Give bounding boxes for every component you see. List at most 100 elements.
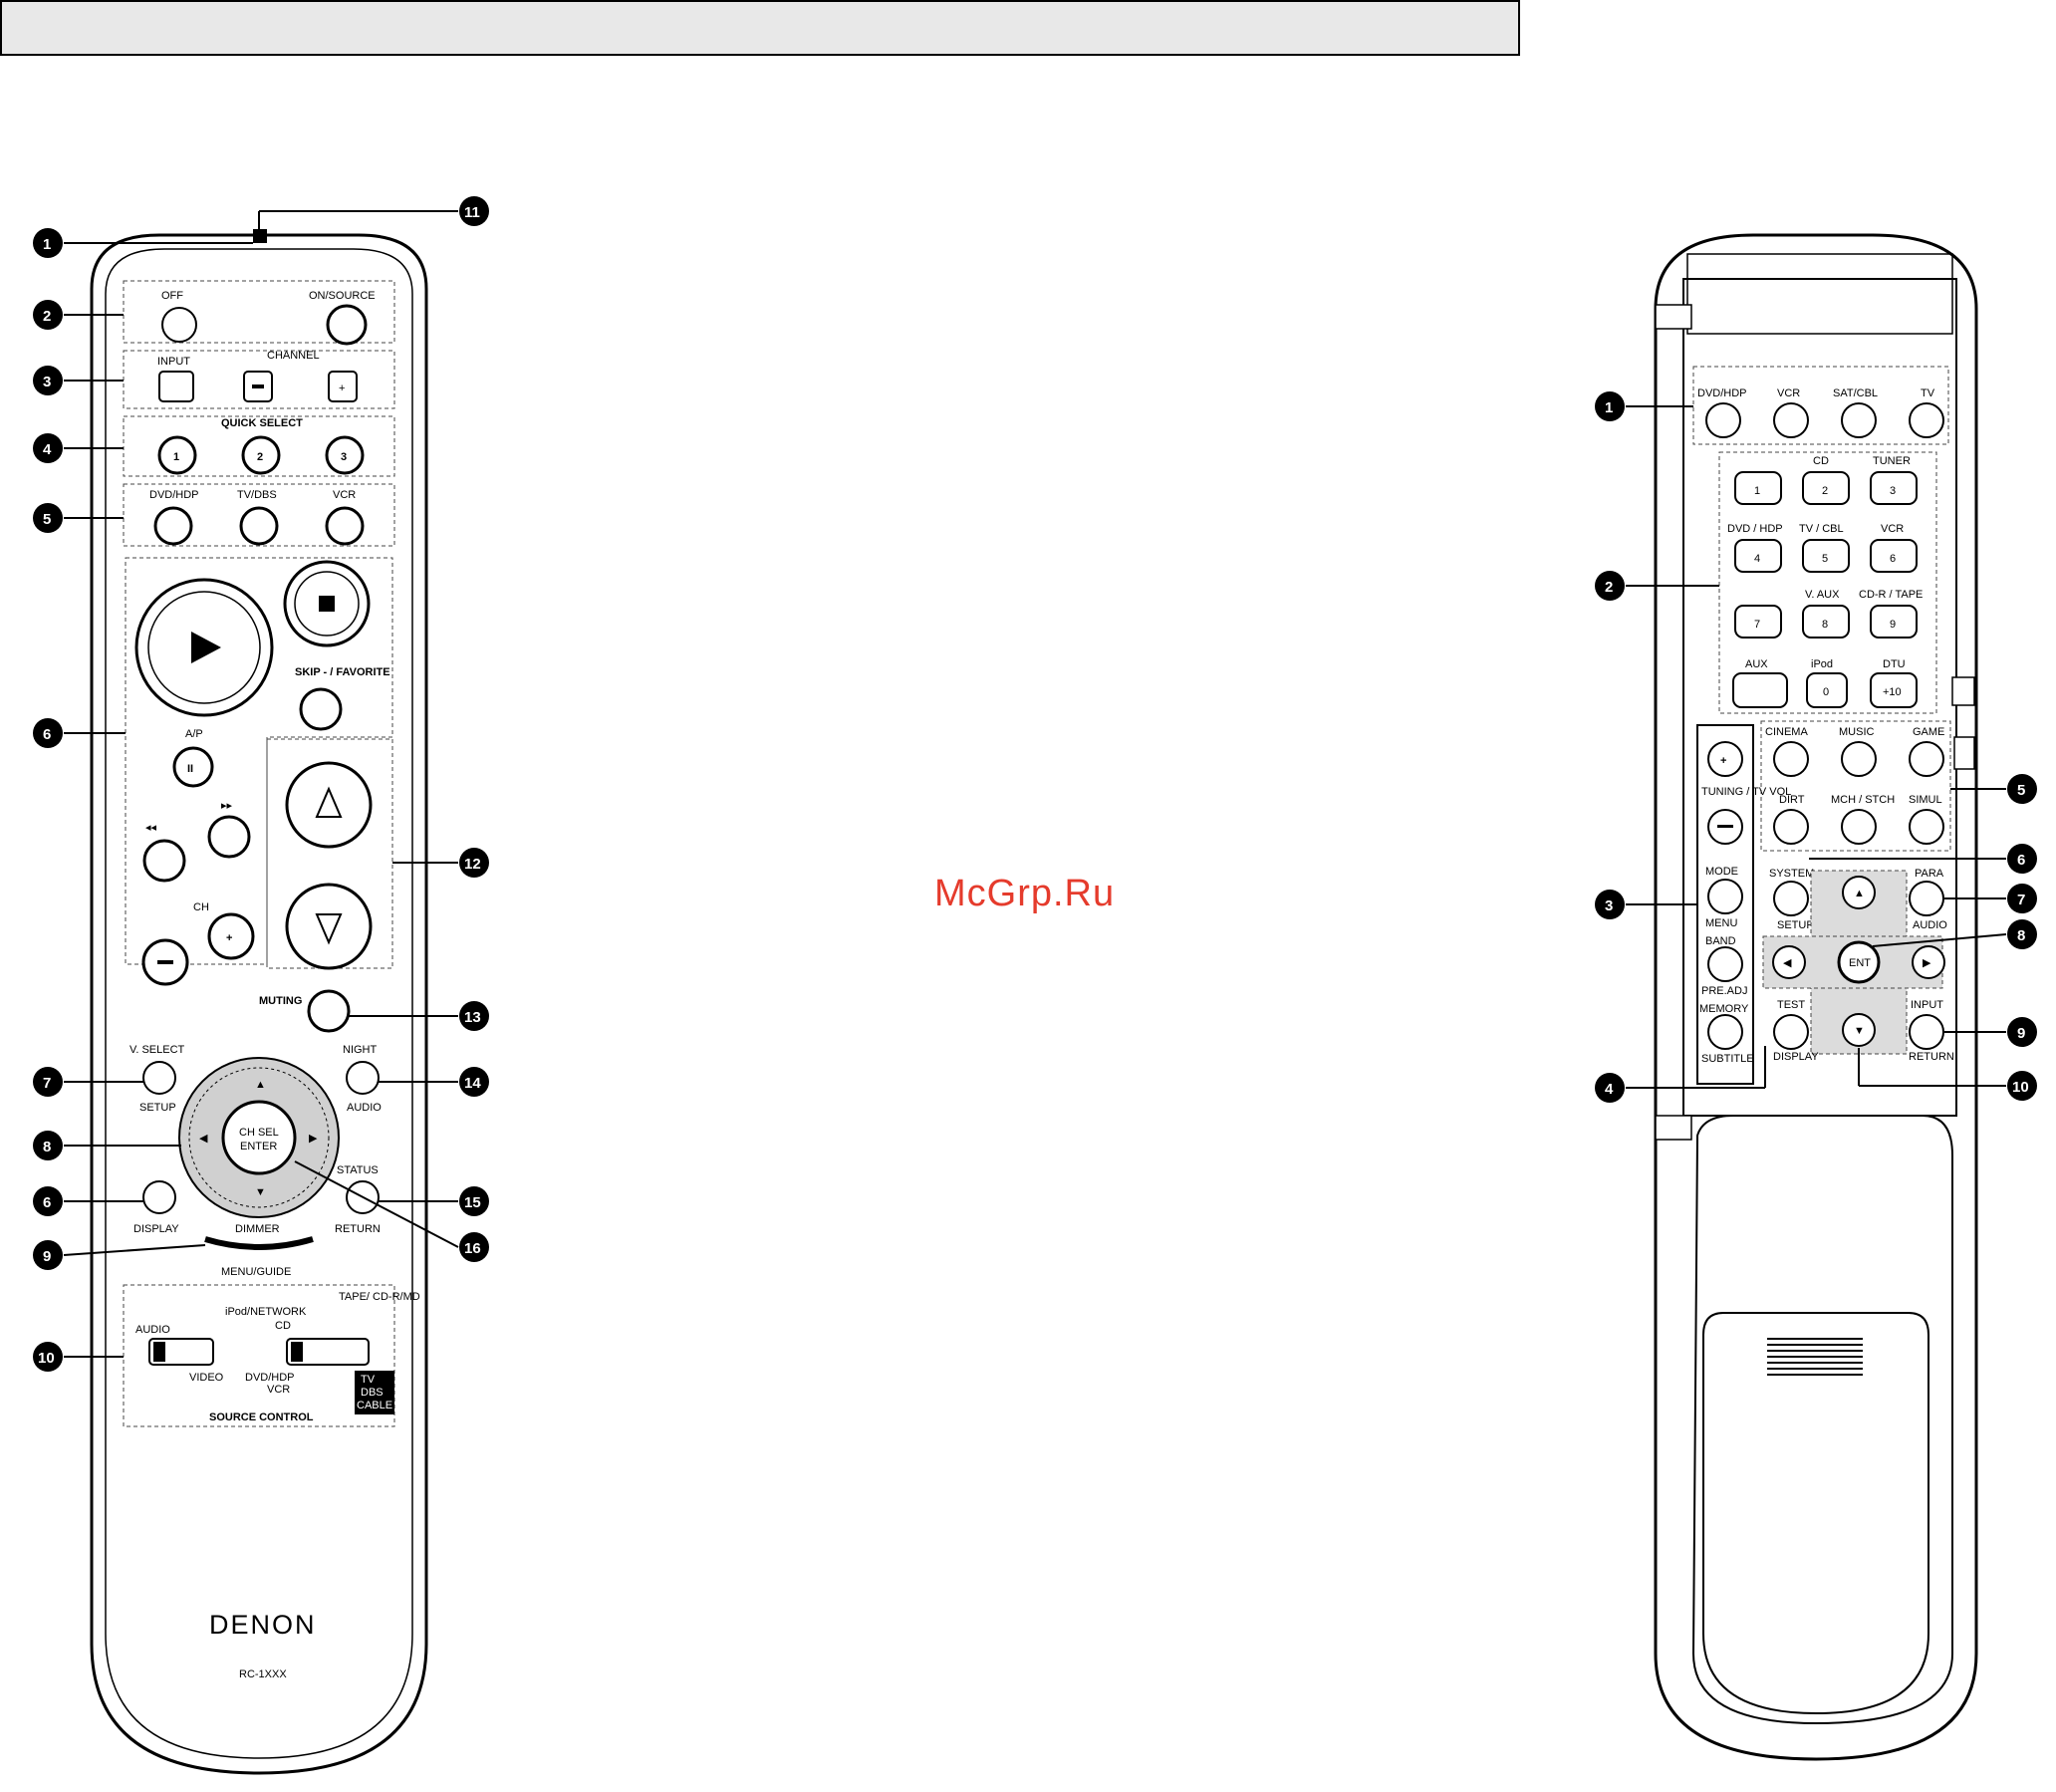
key-5[interactable] bbox=[1802, 539, 1850, 573]
vcr-button[interactable] bbox=[325, 506, 365, 546]
key-1[interactable] bbox=[1734, 471, 1782, 505]
simul-button[interactable] bbox=[1909, 809, 1944, 845]
source-slider[interactable] bbox=[286, 1338, 370, 1366]
cursor-up-button[interactable] bbox=[1842, 876, 1876, 909]
label-quick-select: QUICK SELECT bbox=[221, 417, 303, 429]
svg-text:8: 8 bbox=[2017, 927, 2025, 944]
key-2[interactable] bbox=[1802, 471, 1850, 505]
volume-down-button[interactable] bbox=[285, 883, 373, 970]
band-button[interactable] bbox=[1707, 946, 1743, 982]
svg-text:15: 15 bbox=[464, 1194, 481, 1211]
rewind-button[interactable] bbox=[142, 839, 186, 883]
r-label-return: RETURN bbox=[1909, 1051, 1954, 1063]
r-label-cdr-tape: CD-R / TAPE bbox=[1859, 589, 1923, 601]
r-tv-button[interactable] bbox=[1909, 402, 1944, 438]
svg-text:II: II bbox=[187, 763, 193, 775]
cinema-button[interactable] bbox=[1773, 741, 1809, 777]
label-ap: A/P bbox=[185, 728, 203, 740]
tuning-up-button[interactable] bbox=[1707, 741, 1743, 777]
label-setup: SETUP bbox=[139, 1102, 176, 1114]
key-6[interactable] bbox=[1870, 539, 1918, 573]
svg-text:▶: ▶ bbox=[309, 1133, 318, 1145]
svg-text:1: 1 bbox=[173, 451, 179, 463]
label-return: RETURN bbox=[335, 1223, 381, 1235]
night-button[interactable] bbox=[346, 1061, 380, 1095]
r-sat-cbl-button[interactable] bbox=[1841, 402, 1877, 438]
label-vcr-slide: VCR bbox=[267, 1384, 290, 1396]
fast-forward-button[interactable] bbox=[207, 815, 251, 859]
r-label-ent: ENT bbox=[1849, 957, 1871, 969]
ch-sel-enter-button[interactable] bbox=[221, 1100, 297, 1175]
key-aux[interactable] bbox=[1732, 672, 1788, 708]
key-0[interactable] bbox=[1806, 672, 1848, 708]
cursor-left-button[interactable] bbox=[1772, 945, 1806, 979]
r-label-test: TEST bbox=[1777, 999, 1805, 1011]
left-remote: OFF ON/SOURCE INPUT CHANNEL + QUICK SELE… bbox=[33, 196, 489, 1775]
para-button[interactable] bbox=[1909, 881, 1944, 916]
model-number: RC-1XXX bbox=[239, 1668, 287, 1680]
game-button[interactable] bbox=[1909, 741, 1944, 777]
music-button[interactable] bbox=[1841, 741, 1877, 777]
tv-dbs-button[interactable] bbox=[239, 506, 279, 546]
quick-select-3[interactable] bbox=[325, 435, 365, 475]
svg-text:5: 5 bbox=[2017, 782, 2025, 799]
label-ipod-network: iPod/NETWORK bbox=[225, 1306, 307, 1318]
key-7[interactable] bbox=[1734, 605, 1782, 639]
cursor-right-button[interactable] bbox=[1912, 945, 1945, 979]
dvd-hdp-button[interactable] bbox=[153, 506, 193, 546]
key-plus-10[interactable] bbox=[1870, 672, 1918, 708]
key-9[interactable] bbox=[1870, 605, 1918, 639]
r-label-mch-stch: MCH / STCH bbox=[1831, 794, 1895, 806]
svg-text:5: 5 bbox=[43, 511, 51, 528]
key-4[interactable] bbox=[1734, 539, 1782, 573]
dirt-button[interactable] bbox=[1773, 809, 1809, 845]
skip-minus-button[interactable] bbox=[299, 687, 343, 731]
r-label-tuning-tvvol: TUNING / TV VOL bbox=[1701, 786, 1791, 798]
left-callouts bbox=[63, 210, 459, 1358]
r-label-aux: AUX bbox=[1745, 658, 1768, 670]
input-button[interactable] bbox=[158, 371, 194, 402]
mch-stch-button[interactable] bbox=[1841, 809, 1877, 845]
r-vcr-button[interactable] bbox=[1773, 402, 1809, 438]
svg-text:3: 3 bbox=[1890, 485, 1896, 497]
key-8[interactable] bbox=[1802, 605, 1850, 639]
label-audio-slider: AUDIO bbox=[135, 1324, 170, 1336]
display-button[interactable] bbox=[142, 1180, 176, 1214]
r-dvd-hdp-button[interactable] bbox=[1705, 402, 1741, 438]
right-callout-badges: 1 2 3 4 5 6 7 8 9 10 bbox=[1595, 391, 2037, 1103]
label-dbs: DBS bbox=[361, 1387, 384, 1399]
quick-select-2[interactable] bbox=[241, 435, 281, 475]
channel-plus-button[interactable] bbox=[328, 371, 358, 402]
svg-text:+: + bbox=[226, 932, 232, 944]
svg-text:2: 2 bbox=[43, 308, 51, 325]
cursor-down-button[interactable] bbox=[1842, 1013, 1876, 1047]
svg-text:10: 10 bbox=[2012, 1079, 2029, 1096]
quick-select-1[interactable] bbox=[157, 435, 197, 475]
r-label-vcr2: VCR bbox=[1881, 523, 1904, 535]
mode-button[interactable] bbox=[1707, 879, 1743, 914]
pause-button[interactable] bbox=[172, 746, 214, 788]
label-cd: CD bbox=[275, 1320, 291, 1332]
svg-text:◂◂: ◂◂ bbox=[145, 822, 157, 834]
label-channel: CHANNEL bbox=[267, 350, 320, 362]
svg-text:+10: +10 bbox=[1883, 686, 1902, 698]
svg-text:13: 13 bbox=[464, 1009, 481, 1026]
right-remote: DVD/HDP VCR SAT/CBL TV CD TUNER DVD / HD… bbox=[1595, 233, 2037, 1761]
memory-button[interactable] bbox=[1707, 1014, 1743, 1050]
label-ch: CH bbox=[193, 901, 209, 913]
key-3[interactable] bbox=[1870, 471, 1918, 505]
svg-text:9: 9 bbox=[2017, 1025, 2025, 1042]
volume-up-button[interactable] bbox=[285, 761, 373, 849]
v-select-button[interactable] bbox=[142, 1061, 176, 1095]
r-label-band: BAND bbox=[1705, 935, 1736, 947]
ch-plus-button[interactable] bbox=[207, 912, 255, 960]
test-button[interactable] bbox=[1773, 1014, 1809, 1050]
svg-text:3: 3 bbox=[1605, 897, 1613, 914]
ent-button[interactable] bbox=[1837, 940, 1881, 984]
input-button-right[interactable] bbox=[1909, 1014, 1944, 1050]
system-button[interactable] bbox=[1773, 881, 1809, 916]
muting-button[interactable] bbox=[307, 989, 351, 1033]
on-source-button[interactable] bbox=[326, 304, 368, 346]
dimmer-button[interactable] bbox=[204, 1236, 314, 1250]
off-button[interactable] bbox=[161, 307, 197, 343]
